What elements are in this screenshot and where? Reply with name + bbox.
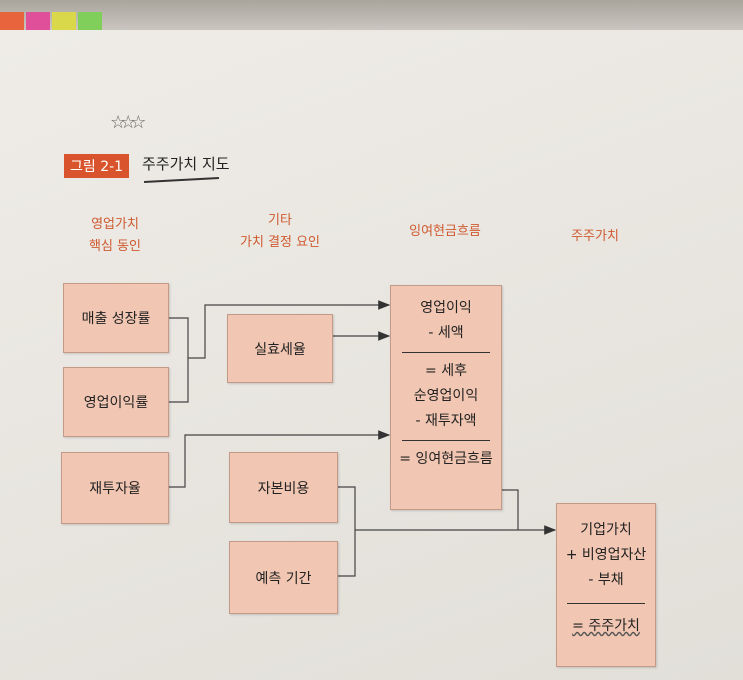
value-line: - 부채	[588, 572, 624, 588]
fcf-result: = 잉여현금흐름	[399, 451, 493, 467]
divider	[566, 603, 646, 604]
factor-forecast-period: 예측 기간	[229, 541, 338, 614]
divider	[402, 352, 490, 353]
fcf-line: - 세액	[428, 325, 464, 341]
fcf-line: 영업이익	[420, 300, 472, 316]
value-line: + 비영업자산	[565, 547, 647, 563]
figure-title: 주주가치 지도	[142, 155, 230, 173]
factor-cost-of-capital: 자본비용	[229, 452, 338, 523]
driver-reinvestment-rate: 재투자율	[61, 452, 169, 524]
star-doodle-icon: ☆☆☆	[110, 112, 147, 133]
column-header-fcf: 잉여현금흐름	[409, 224, 481, 239]
figure-label: 그림 2-1	[64, 154, 130, 178]
driver-sales-growth: 매출 성장률	[63, 283, 169, 353]
fcf-box: 영업이익 - 세액 = 세후 순영업이익 - 재투자액 = 잉여현금흐름	[390, 285, 502, 510]
shareholder-value-box: 기업가치 + 비영업자산 - 부채 = 주주가치	[556, 503, 656, 667]
fcf-line: - 재투자액	[415, 413, 477, 429]
value-result: = 주주가치	[572, 618, 640, 634]
factor-tax-rate: 실효세율	[227, 314, 333, 383]
divider	[402, 440, 490, 441]
column-header-value: 주주가치	[571, 229, 619, 244]
fcf-line: 순영업이익	[413, 388, 479, 404]
driver-operating-margin: 영업이익률	[63, 367, 169, 437]
fcf-line: = 세후	[425, 363, 467, 379]
value-line: 기업가치	[580, 522, 632, 538]
book-edge	[0, 0, 743, 34]
